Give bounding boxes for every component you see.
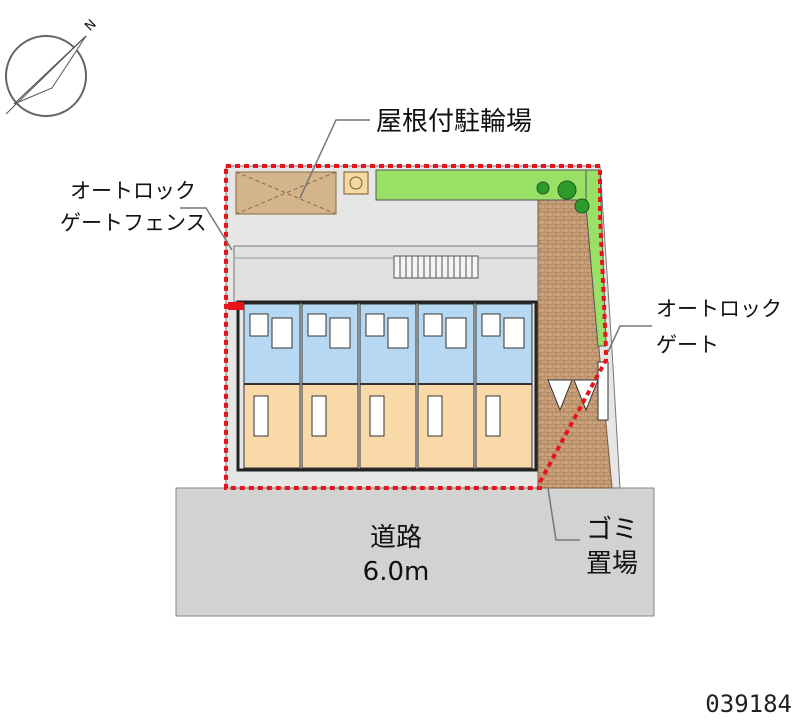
leader-bike-parking: [299, 119, 370, 199]
leader-garbage: [547, 487, 580, 541]
garbage-label-line1: ゴミ: [586, 515, 638, 545]
leader-gate: [607, 325, 652, 353]
tree: [574, 198, 590, 214]
compass-north-label: N: [82, 17, 99, 34]
road-name-label: 道路: [370, 523, 422, 553]
unit: [301, 303, 359, 469]
unit: [243, 303, 301, 469]
fence-label-line1: オートロック: [70, 179, 196, 203]
road: [175, 487, 655, 617]
tree: [536, 181, 550, 195]
property-boundary: [224, 164, 608, 490]
compass-icon: [5, 35, 87, 117]
gate-label-line2: ゲート: [656, 333, 719, 357]
road-width-label: 6.0m: [363, 557, 430, 587]
boundary-mark: [228, 302, 244, 310]
building-wall: [236, 300, 538, 472]
bike-parking-label: 屋根付駐輪場: [376, 107, 532, 137]
leader-fence: [180, 207, 233, 251]
unit: [359, 303, 417, 469]
unit: [475, 303, 533, 469]
bike-roof-marker: [343, 171, 369, 195]
fence-label-line2: ゲートフェンス: [60, 211, 207, 235]
building-corridor: [233, 245, 539, 303]
bike-roof-marker-dot: [349, 176, 363, 190]
gate-label-line1: オートロック: [656, 297, 782, 321]
garbage-label-line2: 置場: [586, 549, 638, 579]
unit: [417, 303, 475, 469]
tree: [557, 180, 577, 200]
covered-bicycle-parking: [235, 171, 337, 215]
property-code: 039184: [705, 690, 792, 718]
greenery-top: [375, 169, 587, 201]
